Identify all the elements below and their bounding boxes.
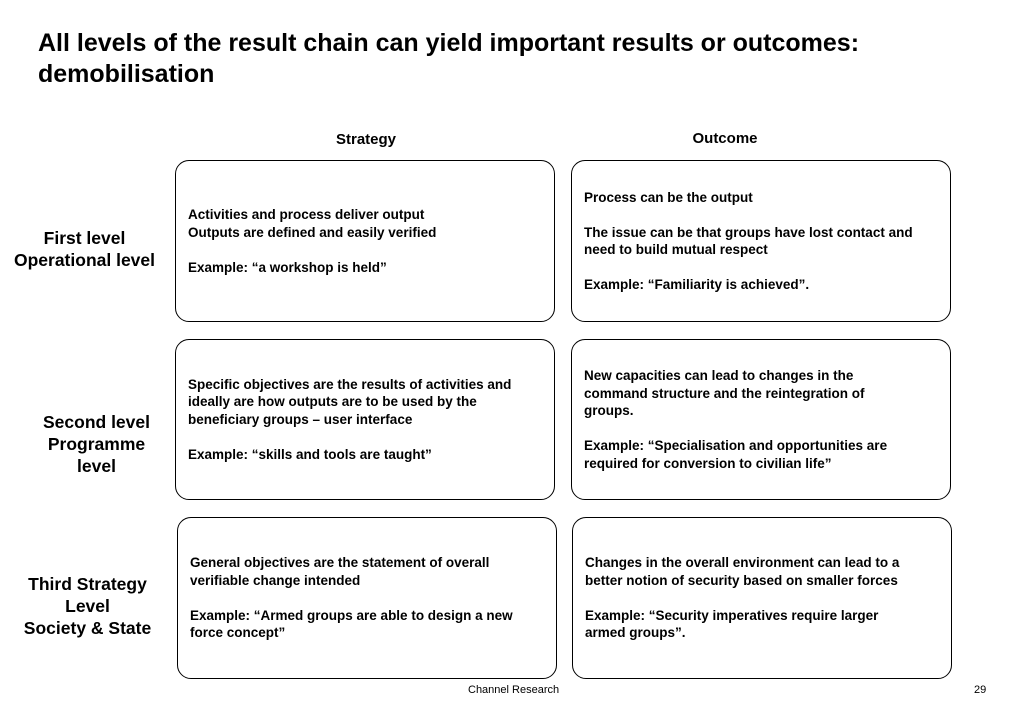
box-text-line: Outputs are defined and easily verified	[188, 224, 437, 240]
slide-title: All levels of the result chain can yield…	[38, 28, 978, 90]
column-header-outcome: Outcome	[692, 130, 758, 147]
box-text-line: command structure and the reintegration …	[584, 385, 865, 401]
row-label-line: Programme	[47, 434, 146, 454]
box-text: Specific objectives are the results of a…	[188, 376, 511, 464]
box-text: General objectives are the statement of …	[190, 554, 513, 642]
row-label-line: Society & State	[23, 618, 152, 638]
slide-title-line-1: All levels of the result chain can yield…	[38, 29, 860, 57]
outcome-box-third-level: Changes in the overall environment can l…	[572, 517, 952, 679]
line-gap	[584, 206, 913, 224]
box-text-line: Activities and process deliver output	[188, 207, 425, 222]
line-gap	[190, 589, 513, 607]
box-text-line: Example: “Familiarity is achieved”.	[584, 277, 810, 292]
slide-title-line-2: demobilisation	[38, 60, 215, 88]
strategy-box-second-level: Specific objectives are the results of a…	[175, 339, 555, 500]
row-label-line: Level	[65, 596, 110, 616]
box-text-line: groups.	[584, 403, 634, 418]
box-text-line: verifiable change intended	[190, 572, 361, 588]
box-text-line: beneficiary groups – user interface	[188, 411, 413, 427]
box-text-line: Example: “a workshop is held”	[188, 259, 387, 275]
line-gap	[188, 241, 436, 259]
strategy-box-third-level: General objectives are the statement of …	[177, 517, 557, 679]
box-text-line: Example: “skills and tools are taught”	[188, 446, 432, 462]
box-text-line: Example: “Specialisation and opportuniti…	[584, 438, 888, 453]
line-gap	[585, 589, 899, 607]
box-text-line: force concept”	[190, 625, 286, 641]
row-label-line: level	[77, 456, 116, 476]
box-text-line: armed groups”.	[585, 625, 686, 641]
box-text-line: The issue can be that groups have lost c…	[584, 224, 913, 240]
column-header-strategy: Strategy	[335, 131, 397, 148]
box-text-line: Example: “Armed groups are able to desig…	[190, 607, 513, 623]
row-label-line: Second level	[43, 412, 150, 432]
line-gap	[584, 259, 913, 277]
footer-source: Channel Research	[468, 684, 560, 696]
box-text-line: Example: “Security imperatives require l…	[585, 607, 879, 623]
box-text-line: Changes in the overall environment can l…	[585, 555, 900, 571]
line-gap	[584, 420, 887, 438]
row-label-third-level: Third Strategy Level Society & State	[0, 573, 175, 639]
row-label-second-level: Second level Programme level	[9, 411, 184, 477]
row-label-line: Third Strategy	[28, 574, 147, 594]
row-label-first-level: First level Operational level	[0, 227, 172, 271]
box-text-line: better notion of security based on small…	[585, 572, 898, 588]
row-label-line: First level	[43, 228, 126, 248]
outcome-box-second-level: New capacities can lead to changes in th…	[571, 339, 951, 500]
box-text-line: General objectives are the statement of …	[190, 555, 490, 571]
box-text-line: ideally are how outputs are to be used b…	[188, 394, 477, 410]
box-text-line: Process can be the output	[584, 189, 753, 205]
box-text-line: required for conversion to civilian life…	[584, 455, 832, 471]
box-text: New capacities can lead to changes in th…	[584, 367, 887, 472]
row-label-line: Operational level	[13, 250, 156, 270]
box-text-line: Specific objectives are the results of a…	[188, 376, 512, 392]
box-text: Changes in the overall environment can l…	[585, 554, 899, 642]
box-text-line: New capacities can lead to changes in th…	[584, 368, 854, 383]
page-number: 29	[974, 684, 987, 696]
line-gap	[188, 428, 511, 446]
box-text-line: need to build mutual respect	[584, 242, 768, 257]
